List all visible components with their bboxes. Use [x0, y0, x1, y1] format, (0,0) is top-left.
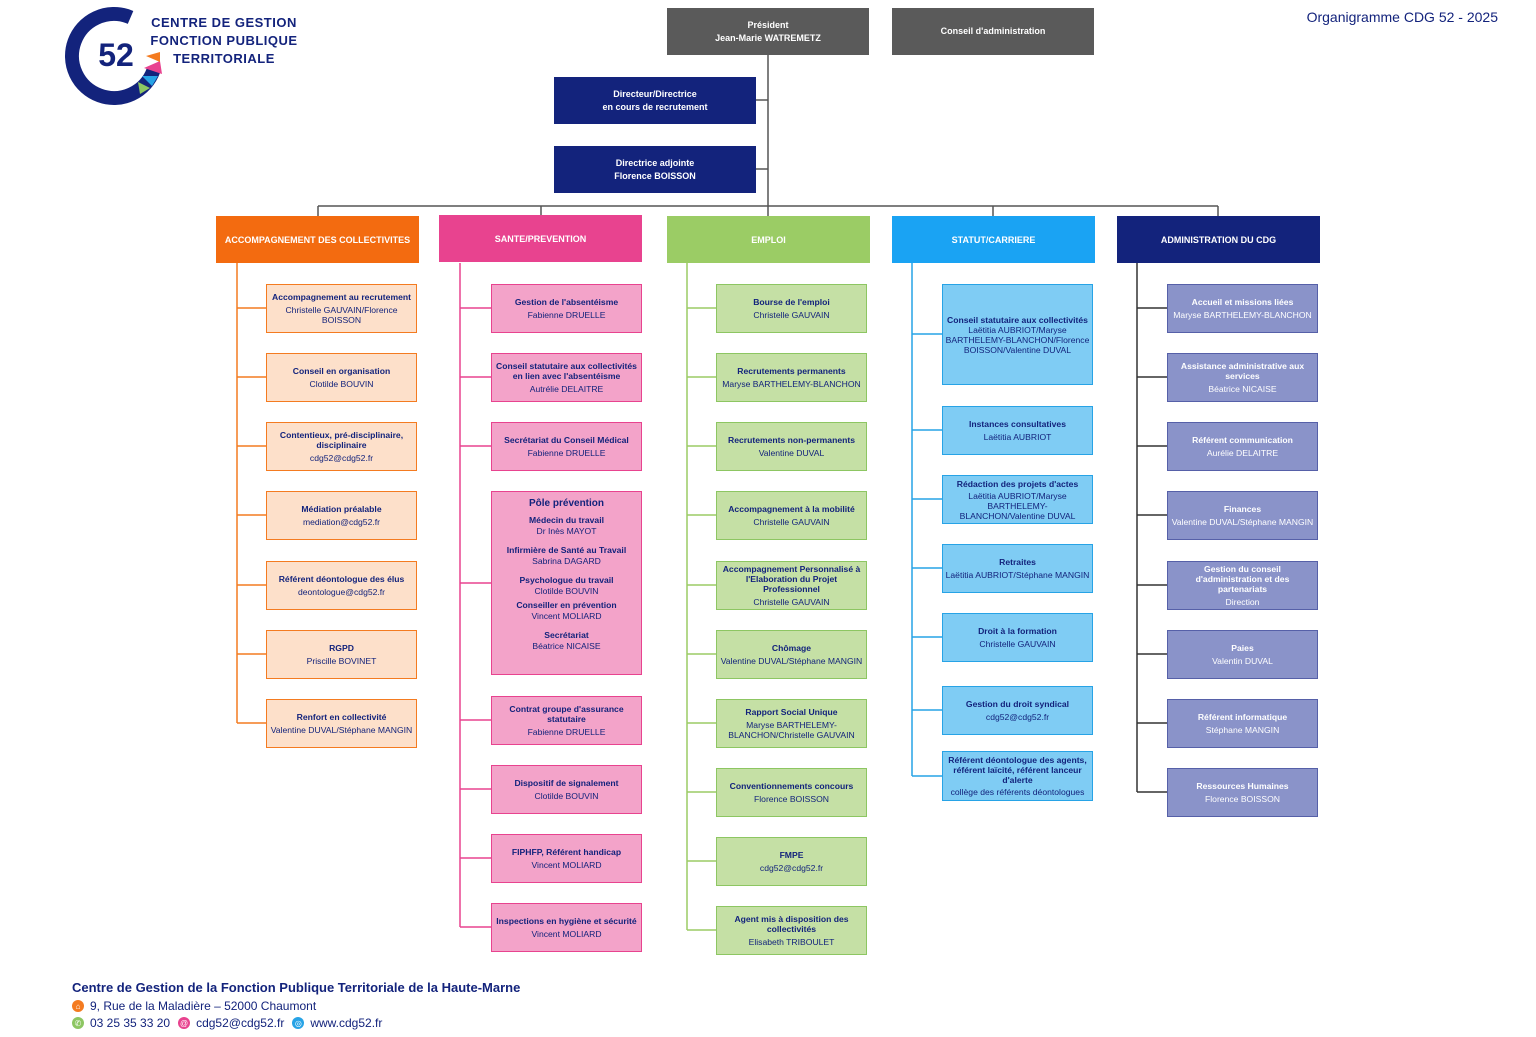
box-agent-mis-disposition: Agent mis à disposition des collectivité…: [716, 906, 867, 955]
footer: Centre de Gestion de la Fonction Publiqu…: [72, 980, 672, 1030]
logo-number: 52: [98, 37, 134, 73]
box-gestion-conseil: Gestion du conseil d'administration et d…: [1167, 561, 1318, 610]
directeur-name: en cours de recrutement: [602, 101, 708, 112]
header-administration: ADMINISTRATION DU CDG: [1117, 216, 1320, 263]
logo: 52 CENTRE DE GESTION FONCTION PUBLIQUE T…: [64, 6, 314, 106]
conseil-title: Conseil d'administration: [940, 26, 1046, 36]
footer-address: 9, Rue de la Maladière – 52000 Chaumont: [90, 999, 317, 1013]
logo-line3: TERRITORIALE: [173, 51, 275, 66]
logo-circle-icon: 52: [65, 7, 163, 105]
box-conseil-statutaire-absenteisme: Conseil statutaire aux collectivités en …: [491, 353, 642, 402]
box-contentieux: Contentieux, pré-disciplinaire, discipli…: [266, 422, 417, 471]
president-title: Président: [747, 19, 789, 30]
logo-line1: CENTRE DE GESTION: [151, 15, 297, 30]
directeur-title: Directeur/Directrice: [613, 88, 697, 99]
adjointe-title: Directrice adjointe: [615, 157, 695, 168]
location-icon: ⌂: [72, 1000, 84, 1012]
directeur-box: Directeur/Directrice en cours de recrute…: [554, 77, 756, 124]
conseil-box: Conseil d'administration: [892, 8, 1094, 55]
logo-line2: FONCTION PUBLIQUE: [150, 33, 298, 48]
header-accompagnement: ACCOMPAGNEMENT DES COLLECTIVITES: [216, 216, 419, 263]
web-icon: ◎: [292, 1017, 305, 1029]
header-statut: STATUT/CARRIERE: [892, 216, 1095, 263]
footer-website[interactable]: www.cdg52.fr: [310, 1016, 383, 1030]
phone-icon: ✆: [72, 1017, 84, 1029]
footer-phone: 03 25 35 33 20: [90, 1016, 171, 1030]
email-icon: @: [178, 1017, 191, 1029]
president-name: Jean-Marie WATREMETZ: [715, 32, 821, 43]
box-projet-professionnel: Accompagnement Personnalisé à l'Elaborat…: [716, 561, 867, 610]
president-box: Président Jean-Marie WATREMETZ: [667, 8, 869, 55]
box-deontologue-agents: Référent déontologue des agents, référen…: [942, 751, 1093, 801]
pole-title: Pôle prévention: [528, 498, 604, 509]
adjointe-box: Directrice adjointe Florence BOISSON: [554, 146, 756, 193]
page-title: Organigramme CDG 52 - 2025: [1306, 9, 1498, 25]
adjointe-name: Florence BOISSON: [614, 170, 696, 181]
footer-email[interactable]: cdg52@cdg52.fr: [196, 1016, 285, 1030]
footer-org: Centre de Gestion de la Fonction Publiqu…: [72, 980, 521, 995]
header-sante: SANTE/PREVENTION: [439, 215, 642, 262]
header-emploi: EMPLOI: [667, 216, 870, 263]
